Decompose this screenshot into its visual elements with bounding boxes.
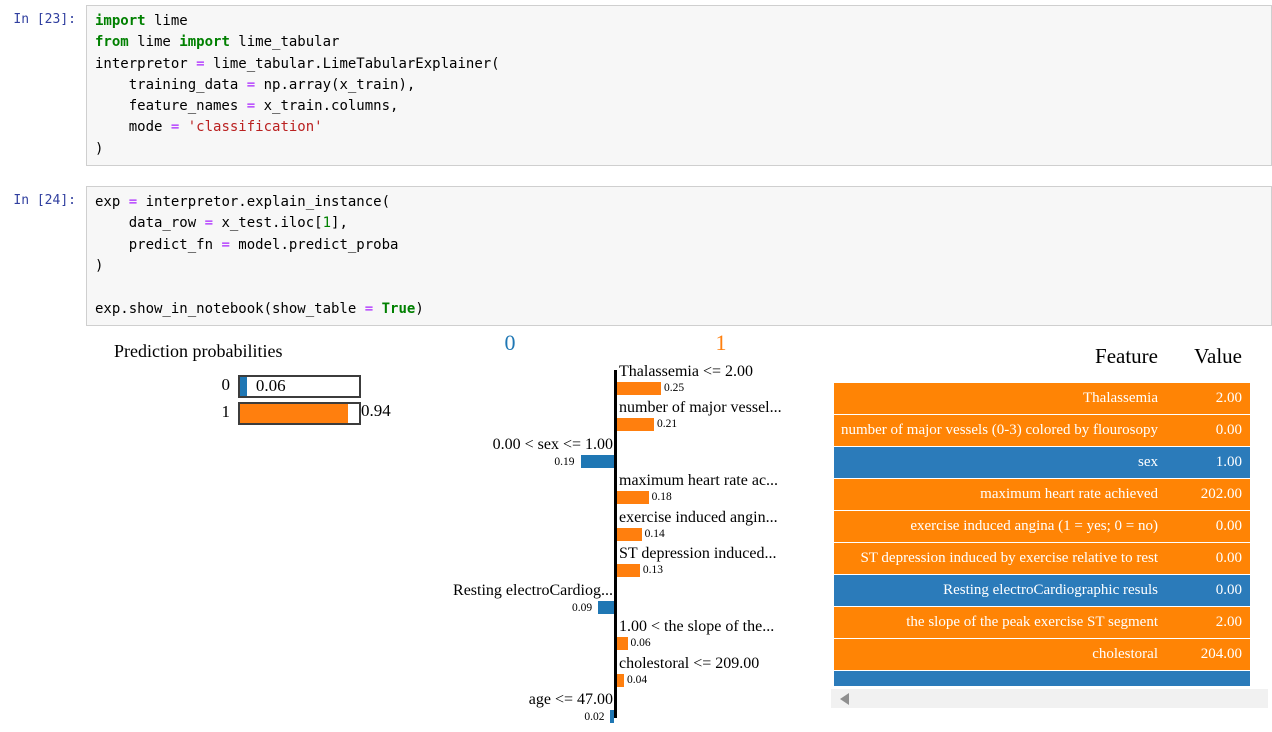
feature-weight: 0.13	[642, 564, 663, 577]
cell-prompt: In [23]:	[13, 12, 76, 27]
chart-axis-line	[614, 370, 617, 718]
table-feature-cell: the slope of the peak exercise ST segmen…	[906, 613, 1158, 630]
scroll-left-arrow-icon[interactable]	[840, 692, 849, 705]
feature-label: exercise induced angin...	[619, 508, 778, 526]
feature-bar	[610, 710, 614, 724]
code-line: )	[95, 257, 104, 274]
feature-bar	[617, 418, 654, 432]
code-line: data_row = x_test.iloc[1],	[95, 215, 348, 232]
table-row: sex 1.00	[834, 447, 1250, 478]
pred-prob-fill	[240, 404, 348, 423]
table-value-cell: 0.00	[1215, 581, 1242, 598]
code-line	[95, 277, 1263, 298]
table-value-cell: 1.00	[1215, 453, 1242, 470]
feature-label: number of major vessel...	[619, 399, 782, 417]
feature-bar	[598, 600, 614, 614]
feature-weight: 0.09	[572, 601, 593, 614]
feature-bar	[617, 527, 642, 541]
table-value-cell: 0.00	[1215, 517, 1242, 534]
feature-weight: 0.25	[664, 382, 685, 394]
pred-prob-value: 0.94	[361, 401, 391, 420]
table-value-cell: 2.00	[1215, 389, 1242, 406]
table-feature-cell: ST depression induced by exercise relati…	[860, 549, 1158, 566]
code-line: )	[95, 140, 104, 157]
code-line: feature_names = x_train.columns,	[95, 98, 399, 115]
pred-prob-fill	[240, 377, 247, 396]
table-value-cell: 2.00	[1215, 613, 1242, 630]
feature-value-table: Thalassemia 2.00 number of major vessels (…	[834, 383, 1250, 686]
table-row: Resting electroCardiographic resuls 0.00	[834, 575, 1250, 606]
code-line: training_data = np.array(x_train),	[95, 76, 416, 93]
feature-bar	[580, 454, 614, 468]
code-editor[interactable]: import lime from lime import lime_tabular…	[86, 5, 1272, 167]
table-feature-cell: Resting electroCardiographic resuls	[943, 581, 1158, 598]
feature-bar	[617, 382, 661, 395]
code-line: from lime import lime_tabular	[95, 34, 340, 51]
feature-column-header: Feature	[1095, 344, 1158, 368]
code-line: interpretor = lime_tabular.LimeTabularEx…	[95, 55, 500, 72]
pred-class-label: 1	[221, 402, 231, 421]
feature-label: maximum heart rate ac...	[619, 472, 779, 490]
notebook: In [23]: import lime from lime import lim…	[0, 5, 1272, 346]
table-value-cell: 204.00	[1200, 645, 1242, 662]
feature-weight: 0.04	[627, 673, 648, 686]
code-cell-24: In [24]: exp = interpretor.explain_insta…	[0, 186, 1272, 326]
table-row	[834, 671, 1250, 686]
cell-prompt: In [24]:	[13, 193, 76, 209]
feature-weight: 0.14	[644, 527, 665, 540]
feature-weight: 0.18	[651, 491, 672, 504]
table-row: number of major vessels (0-3) colored by…	[834, 415, 1250, 446]
table-row: the slope of the peak exercise ST segmen…	[834, 607, 1250, 638]
code-line: mode = 'classification'	[95, 119, 323, 136]
feature-label: Thalassemia <= 2.00	[619, 363, 754, 380]
horizontal-scrollbar[interactable]	[831, 689, 1268, 708]
table-row: ST depression induced by exercise relati…	[834, 543, 1250, 574]
feature-bar	[617, 564, 640, 578]
feature-bar	[617, 673, 625, 687]
feature-label: 1.00 < the slope of the...	[619, 618, 775, 636]
feature-bar	[617, 637, 628, 651]
code-line: exp.show_in_notebook(show_table = True)	[95, 300, 424, 317]
feature-label: cholestoral <= 209.00	[619, 654, 760, 672]
code-line: exp = interpretor.explain_instance(	[95, 194, 391, 211]
value-column-header: Value	[1194, 344, 1242, 368]
feature-bar	[617, 491, 649, 505]
table-value-cell: 0.00	[1215, 549, 1242, 566]
code-line: predict_fn = model.predict_proba	[95, 236, 399, 253]
table-value-cell: 202.00	[1200, 485, 1242, 502]
feature-weight: 0.06	[630, 637, 651, 650]
feature-weight: 0.02	[584, 711, 605, 724]
code-editor[interactable]: exp = interpretor.explain_instance( data…	[86, 186, 1272, 326]
pred-prob-bar	[238, 402, 361, 425]
pred-prob-bar: 0.06	[238, 375, 361, 398]
feature-label: Resting electroCardiog...	[453, 581, 613, 599]
table-feature-cell: sex	[1138, 453, 1158, 470]
class-0-label: 0	[504, 330, 516, 355]
table-value-cell: 0.00	[1215, 421, 1242, 438]
feature-label: age <= 47.00	[528, 691, 613, 709]
prediction-probabilities-title: Prediction probabilities	[114, 341, 283, 361]
feature-label: ST depression induced...	[619, 545, 777, 563]
class-1-label: 1	[715, 330, 727, 355]
table-row: Thalassemia 2.00	[834, 383, 1250, 414]
table-feature-cell: cholestoral	[1092, 645, 1158, 662]
feature-weight: 0.21	[656, 418, 678, 431]
pred-prob-value: 0.06	[255, 376, 286, 395]
feature-value-table-header: Feature Value	[834, 344, 1250, 369]
table-feature-cell: maximum heart rate achieved	[980, 485, 1158, 502]
feature-weight: 0.19	[554, 455, 575, 468]
code-line: import lime	[95, 13, 188, 29]
table-feature-cell: Thalassemia	[1083, 389, 1158, 406]
pred-class-label: 0	[221, 375, 231, 394]
table-feature-cell: number of major vessels (0-3) colored by…	[840, 421, 1158, 438]
feature-label: 0.00 < sex <= 1.00	[492, 435, 613, 453]
table-feature-cell: exercise induced angina (1 = yes; 0 = no…	[910, 517, 1158, 534]
table-row: maximum heart rate achieved 202.00	[834, 479, 1250, 510]
table-row: cholestoral 204.00	[834, 639, 1250, 670]
code-cell-23: In [23]: import lime from lime import lim…	[0, 5, 1272, 167]
table-row: exercise induced angina (1 = yes; 0 = no…	[834, 511, 1250, 542]
